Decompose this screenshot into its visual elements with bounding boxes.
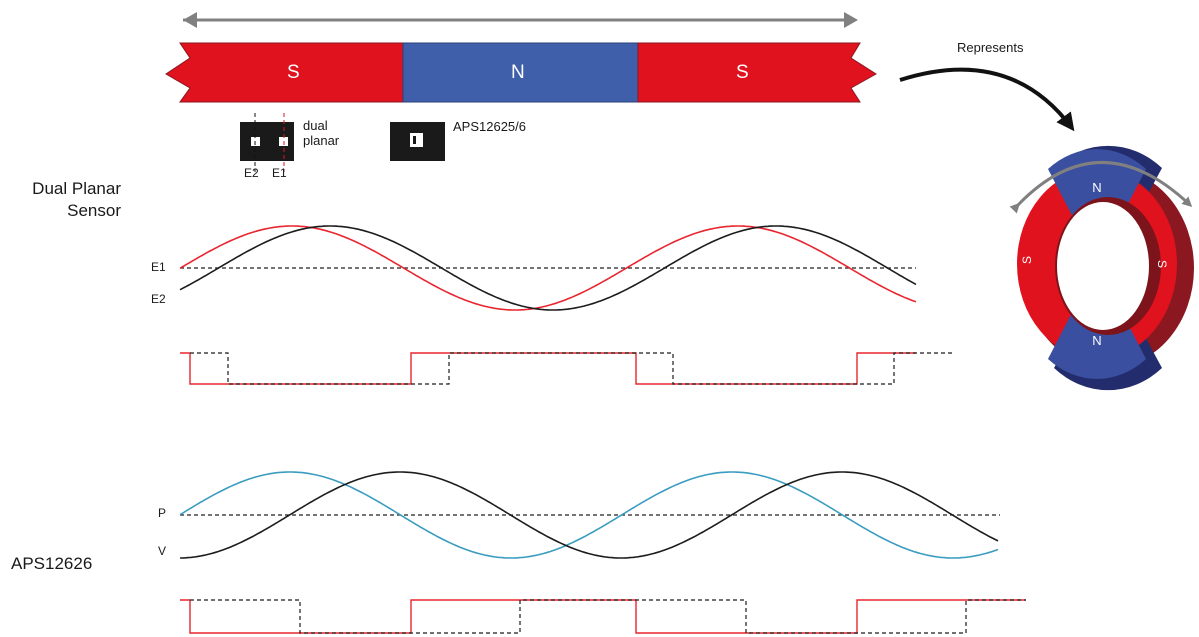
aps-section-title: APS12626 [11,554,93,573]
travel-double-arrow [183,12,858,28]
aps-chip-label: APS12625/6 [453,119,527,134]
dual-planar-waveforms [179,225,955,385]
dual-planar-title-line2: Sensor [67,201,121,220]
e1-waveform [179,225,917,311]
magnet-south-left [165,42,404,103]
dual-planar-sensor-chip [240,113,294,172]
magnet-north-center [402,42,639,103]
magnet-south-right [637,42,877,103]
v-digital-output [190,599,1026,634]
rotation-arrow [1009,161,1193,214]
dual-planar-chip-label-line1: dual [303,118,328,133]
p-digital-output [180,599,1026,634]
dual-planar-chip-label-line2: planar [303,133,340,148]
dual-planar-title-line1: Dual Planar [32,179,121,198]
v-trace-label: V [158,544,167,558]
ring-pole-bottom: N [1092,333,1101,348]
p-waveform [179,471,999,559]
ring-magnet: N S N S [1017,145,1194,391]
linear-magnet-strip [165,42,877,103]
p-trace-label: P [158,506,167,520]
e2-waveform [179,225,917,311]
v-waveform [180,471,999,559]
e2-chip-label: E2 [244,166,259,180]
magnet-pole-label-s-left: S [287,62,300,83]
e1-chip-label: E1 [272,166,287,180]
dual-planar-section-title: Dual Planar Sensor [32,178,121,222]
ring-pole-right: S [1155,260,1169,268]
aps-waveforms [179,471,1026,634]
magnet-pole-label-s-right: S [736,62,749,83]
magnet-pole-label-n: N [511,62,525,83]
e2-trace-label: E2 [151,292,166,306]
ring-pole-top: N [1092,180,1101,195]
represents-arrow [899,67,1075,132]
aps-sensor-chip [390,122,445,161]
e2-digital-output [190,352,955,385]
represents-label: Represents [957,40,1024,55]
ring-pole-left: S [1020,256,1034,264]
e1-trace-label: E1 [151,260,166,274]
e1-digital-output [180,352,916,385]
